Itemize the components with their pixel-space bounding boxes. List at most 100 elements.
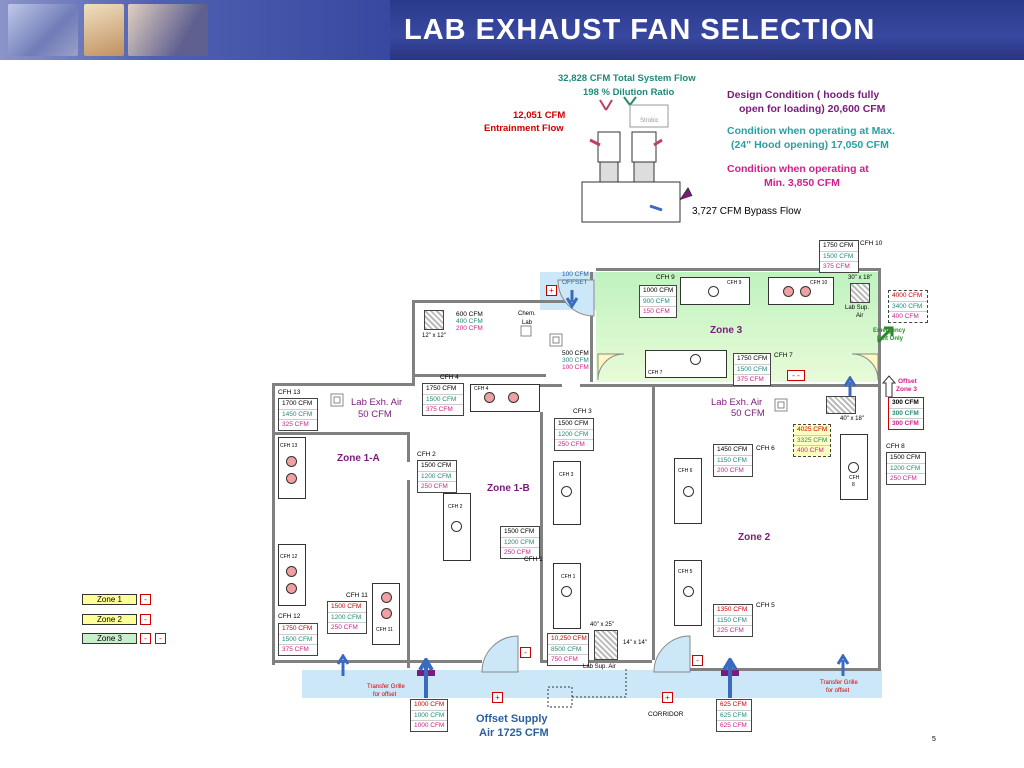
transfer-grille-right: Transfer Grille [820, 680, 858, 686]
plus-sign: + [662, 692, 673, 703]
hood-port [561, 486, 572, 497]
exit-arrow-icon [876, 326, 894, 344]
arrow-up-outline-icon [882, 375, 896, 397]
arrow-up-icon [336, 654, 350, 676]
lab-exh-left-cfm: 50 CFM [358, 409, 392, 420]
strobic-label: Strobic [640, 118, 659, 124]
arrow-up-icon [417, 658, 435, 698]
cfh8-inner-label-2: 8 [852, 482, 855, 488]
max-line2: (24" Hood opening) 17,050 CFM [731, 139, 889, 151]
cfh10-label: CFH 10 [860, 240, 883, 247]
duct-outline [547, 667, 627, 708]
page-number: 5 [932, 736, 936, 743]
hood-cfh6 [674, 458, 702, 524]
wall [272, 383, 275, 665]
exhaust-icon [549, 333, 563, 347]
hood-port [783, 286, 794, 297]
wall [540, 660, 652, 663]
hood-cfh7 [645, 350, 727, 378]
wall [685, 668, 881, 671]
design-line2: open for loading) 20,600 CFM [739, 103, 886, 115]
wall [652, 384, 655, 660]
offset-supply-cfm: Air 1725 CFM [479, 727, 549, 739]
corridor-label: CORRIDOR [648, 711, 684, 718]
cfh6-inner-label: CFH 6 [678, 468, 693, 474]
dim-30x18: 30" x 18" [848, 275, 872, 281]
fan-unit-diagram [581, 96, 693, 223]
design-line1: Design Condition ( hoods fully [727, 89, 880, 101]
cfh8-inner-label: CFH [849, 475, 860, 481]
cfh12-label: CFH 12 [278, 613, 301, 620]
wall [878, 268, 881, 668]
hood-cfh13 [278, 437, 306, 499]
hood-port [286, 583, 297, 594]
lab-sup-label-2: Air [856, 313, 864, 319]
wall [412, 300, 415, 386]
transfer-grille-left: Transfer Grille [367, 684, 405, 690]
cfh8-label: CFH 8 [886, 443, 905, 450]
bypass-text: 3,727 CFM Bypass Flow [692, 206, 801, 217]
wall [596, 268, 881, 271]
cfh3-label: CFH 3 [573, 408, 592, 415]
total-flow-text: 32,828 CFM Total System Flow [558, 73, 696, 84]
hood-port [800, 286, 811, 297]
wall [580, 384, 880, 387]
wall [407, 480, 410, 668]
offset-100-label: OFFSET [562, 279, 588, 286]
lab-exh-right-label: Lab Exh. Air [711, 397, 763, 408]
exhaust-icon [774, 398, 788, 412]
wall [540, 412, 543, 660]
zone-2-label: Zone 2 [738, 532, 771, 543]
hood-port [286, 473, 297, 484]
hood-port [451, 521, 462, 532]
min-line2: Min. 3,850 CFM [764, 177, 840, 189]
plus-sign: + [546, 285, 557, 296]
cfh5-inner-label: CFH 5 [678, 569, 693, 575]
photo-hands [84, 4, 124, 56]
hood-port [381, 592, 392, 603]
header-bar: LAB EXHAUST FAN SELECTION [0, 0, 1024, 60]
hood-port [683, 486, 694, 497]
legend-zone3-sign-2: - [155, 633, 166, 644]
hood-port [690, 354, 701, 365]
wall [412, 374, 546, 377]
dim-14x14: 14" x 14" [623, 640, 647, 646]
arrow-up-icon [836, 654, 850, 676]
dim-40x25: 40" x 25" [590, 622, 614, 628]
cfh5-label: CFH 5 [756, 602, 775, 609]
cfh1-label: CFH 1 [524, 556, 543, 563]
lab-sup-label: Lab Sup. [845, 305, 870, 311]
grille-30x18 [850, 283, 870, 303]
cfh7-inner-label: CFH 7 [648, 370, 663, 376]
dim-40x18: 40" x 18" [840, 416, 864, 422]
cfh7-label: CFH 7 [774, 352, 793, 359]
cfh9-inner-label: CFH 9 [727, 280, 742, 286]
cfh11-inner-label: CFH 11 [376, 627, 393, 633]
cfh11-label: CFH 11 [346, 592, 368, 599]
lab-sup-air-label: Lab Sup. Air [583, 664, 616, 670]
cfh9-label: CFH 9 [656, 274, 675, 281]
corridor-area [302, 670, 882, 698]
offset-z3-label: Offset [898, 378, 917, 385]
dilution-text: 198 % Dilution Ratio [583, 87, 675, 98]
legend-zone1-sign: - [140, 594, 151, 605]
plus-sign: + [492, 692, 503, 703]
chem-label: Chem. [518, 311, 536, 317]
grille-40x18 [826, 396, 856, 414]
wall [272, 383, 412, 386]
hood-port [484, 392, 495, 403]
cfh1-inner-label: CFH 1 [561, 574, 576, 580]
minus-sign: - [520, 647, 531, 658]
zone-1a-label: Zone 1-A [337, 453, 380, 464]
